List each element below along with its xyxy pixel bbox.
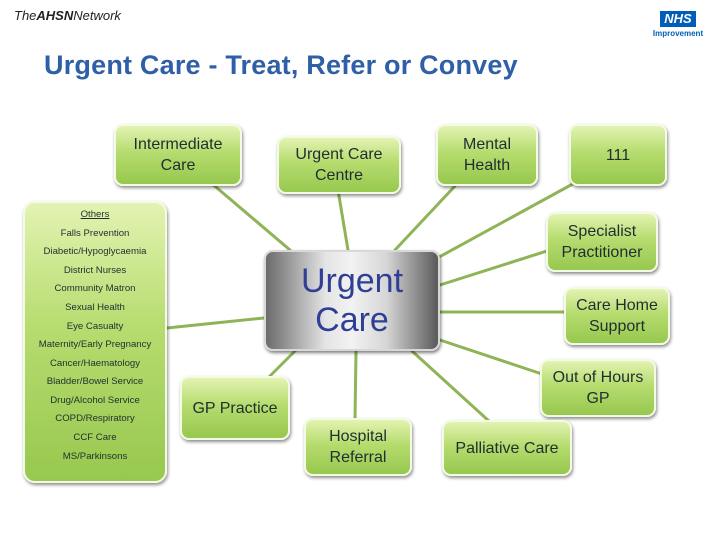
node-urgent-care-centre: Urgent Care Centre	[277, 136, 401, 194]
connector-hospital-referral	[353, 349, 358, 422]
node-urgent-care-center: Urgent Care	[264, 250, 440, 351]
others-item: CCF Care	[73, 432, 117, 444]
node-out-of-hours-gp: Out of Hours GP	[540, 359, 656, 417]
others-item: District Nurses	[63, 264, 127, 276]
others-item: Cancer/Haematology	[49, 357, 141, 369]
others-item: Eye Casualty	[66, 320, 124, 332]
ahsn-network-logo: TheAHSNNetwork	[14, 8, 121, 23]
others-item: Bladder/Bowel Service	[46, 376, 144, 388]
connector-out-of-hours-gp	[438, 338, 547, 377]
others-item: MS/Parkinsons	[62, 450, 128, 462]
node-palliative-care: Palliative Care	[442, 420, 572, 476]
others-item: Falls Prevention	[60, 227, 130, 239]
others-item: Maternity/Early Pregnancy	[38, 339, 152, 351]
node-mental-health: Mental Health	[436, 124, 538, 186]
page-title: Urgent Care - Treat, Refer or Convey	[44, 50, 518, 80]
connector-gp-practice	[266, 349, 297, 380]
nhs-logo-subtitle: Improvement	[652, 29, 704, 38]
connector-palliative-care	[410, 349, 492, 424]
others-item: Drug/Alcohol Service	[50, 394, 140, 406]
connector-111	[428, 178, 582, 264]
others-heading: Others	[80, 209, 110, 220]
nhs-improvement-logo: NHS Improvement	[646, 10, 710, 38]
node-111: 111	[569, 124, 667, 186]
node-care-home-support: Care Home Support	[564, 287, 670, 345]
connector-mental-health	[393, 184, 457, 252]
connector-specialist-practitioner	[438, 248, 552, 287]
node-gp-practice: GP Practice	[180, 376, 290, 440]
others-item: Community Matron	[54, 283, 136, 295]
connector-urgent-care-centre	[336, 188, 350, 252]
others-item: COPD/Respiratory	[55, 413, 135, 425]
connector-others	[165, 316, 266, 330]
nhs-logo-mark: NHS	[660, 11, 696, 27]
connector-intermediate-care	[208, 180, 292, 252]
node-specialist-practitioner: Specialist Practitioner	[546, 212, 658, 272]
node-others: Others Falls Prevention Diabetic/Hypogly…	[23, 201, 167, 483]
node-hospital-referral: Hospital Referral	[304, 418, 412, 476]
node-intermediate-care: Intermediate Care	[114, 124, 242, 186]
others-item: Sexual Health	[65, 301, 125, 313]
others-item: Diabetic/Hypoglycaemia	[43, 246, 147, 258]
